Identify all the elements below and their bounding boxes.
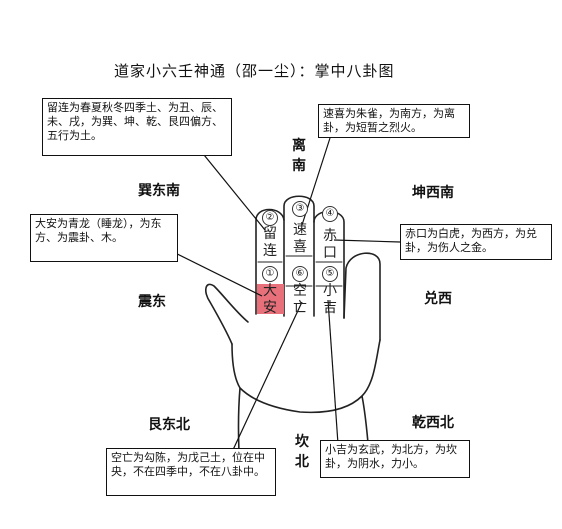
finger-label-suxi: 速喜 xyxy=(293,222,307,255)
finger-label-xiaoji: 小吉 xyxy=(323,283,337,316)
finger-label-chikou: 赤口 xyxy=(323,228,337,261)
pos-number-3: ③ xyxy=(292,201,308,217)
direction-dui: 兑西 xyxy=(424,291,452,307)
pos-number-1: ① xyxy=(262,266,278,282)
pos-number-5: ⑤ xyxy=(322,266,338,282)
leader-kongwang xyxy=(231,301,303,453)
leader-xiaoji xyxy=(327,299,339,445)
note-xiaoji: 小吉为玄武，为北方，为坎卦，为阴水，力小。 xyxy=(320,440,470,478)
direction-kun: 坤西南 xyxy=(412,185,454,201)
daan-highlight xyxy=(257,284,284,314)
note-daan: 大安为青龙（睡龙），为东方、为震卦、木。 xyxy=(30,214,178,262)
note-liulian: 留连为春夏秋冬四季土、为丑、辰、未、戌，为巽、坤、乾、艮四偏方、五行为土。 xyxy=(42,98,232,156)
palm-outline xyxy=(231,339,381,414)
direction-gen: 艮东北 xyxy=(148,417,190,433)
note-chikou: 赤口为白虎，为西方，为兑卦，为伤人之金。 xyxy=(400,224,552,260)
diagram-title: 道家小六壬神通（邵一尘）：掌中八卦图 xyxy=(114,62,395,80)
little-finger-outline xyxy=(343,252,381,341)
finger-label-daan: 大安 xyxy=(263,283,277,316)
pos-number-2: ② xyxy=(262,210,278,226)
note-kongwang: 空亡为勾陈，为戊己土，位在中央，不在四季中，不在八卦中。 xyxy=(106,448,276,496)
note-suxi: 速喜为朱雀，为南方，为离卦，为短暂之烈火。 xyxy=(318,104,470,138)
direction-qian: 乾西北 xyxy=(412,415,454,431)
finger-label-liulian: 留连 xyxy=(263,226,277,259)
direction-li: 离南 xyxy=(292,138,306,174)
middle-finger-outline xyxy=(283,195,315,317)
finger-label-kongwang: 空亡 xyxy=(293,283,307,316)
direction-xun: 巽东南 xyxy=(138,183,180,199)
pos-number-6: ⑥ xyxy=(292,266,308,282)
direction-kan: 坎北 xyxy=(295,434,309,470)
leader-chikou xyxy=(333,239,401,243)
pos-number-4: ④ xyxy=(322,206,338,222)
leader-liulian xyxy=(199,149,266,231)
thumb-outline xyxy=(205,283,249,345)
direction-zhen: 震东 xyxy=(138,294,166,310)
